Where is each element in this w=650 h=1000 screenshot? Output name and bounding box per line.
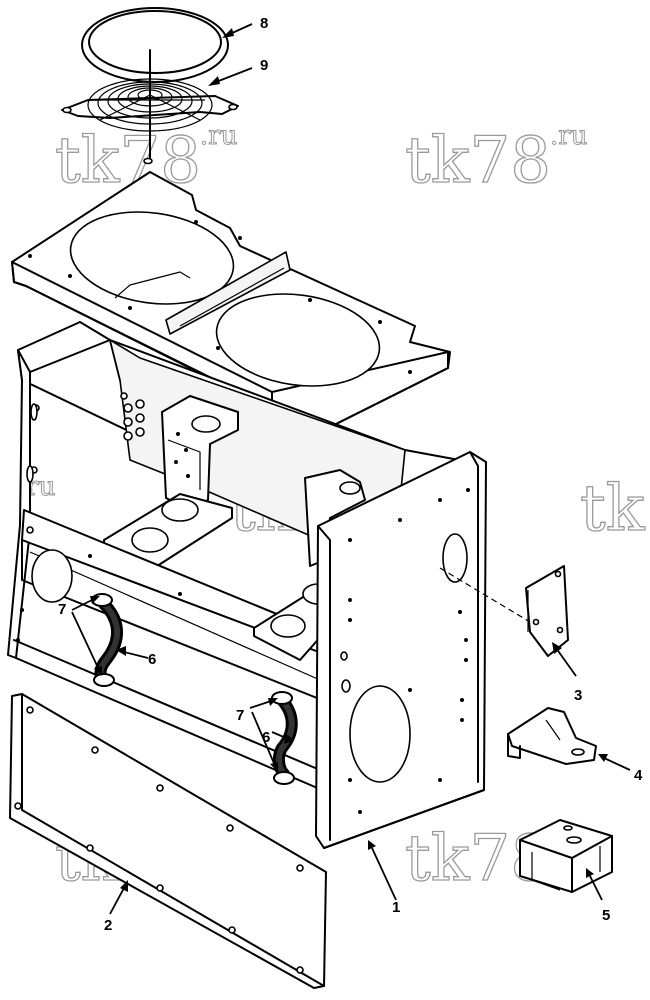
callout-1: 1	[392, 899, 400, 916]
callout-9: 9	[260, 57, 268, 74]
part-front-panel	[9, 693, 327, 989]
part-hose-left	[91, 593, 124, 687]
part-fan-guard	[61, 49, 239, 165]
part-cover-plate	[439, 565, 569, 657]
callout-leaders	[71, 23, 631, 915]
callout-6-right: 6	[262, 729, 270, 746]
part-angle-bracket	[507, 707, 597, 765]
part-hose-right	[271, 691, 298, 785]
callout-2: 2	[104, 917, 112, 934]
svg-text:tk78: tk78	[405, 124, 551, 198]
callout-4: 4	[634, 767, 643, 784]
callout-labels: 8 9 3 4 5 1 2 6 6 7 7	[58, 15, 643, 934]
callout-7-left: 7	[58, 601, 66, 618]
callout-5: 5	[602, 907, 610, 924]
callout-8: 8	[260, 15, 268, 32]
svg-text:.ru: .ru	[200, 121, 237, 151]
callout-7-right: 7	[236, 707, 244, 724]
watermark-middle-right: tk	[579, 471, 646, 546]
watermark-top-right: tk78 .ru	[404, 121, 588, 199]
svg-text:.ru: .ru	[550, 121, 587, 151]
part-top-plate	[11, 171, 451, 445]
part-main-frame	[7, 321, 487, 849]
callout-6-left: 6	[148, 651, 156, 668]
callout-3: 3	[574, 687, 582, 704]
svg-text:tk: tk	[580, 472, 646, 546]
part-ring	[81, 7, 229, 83]
